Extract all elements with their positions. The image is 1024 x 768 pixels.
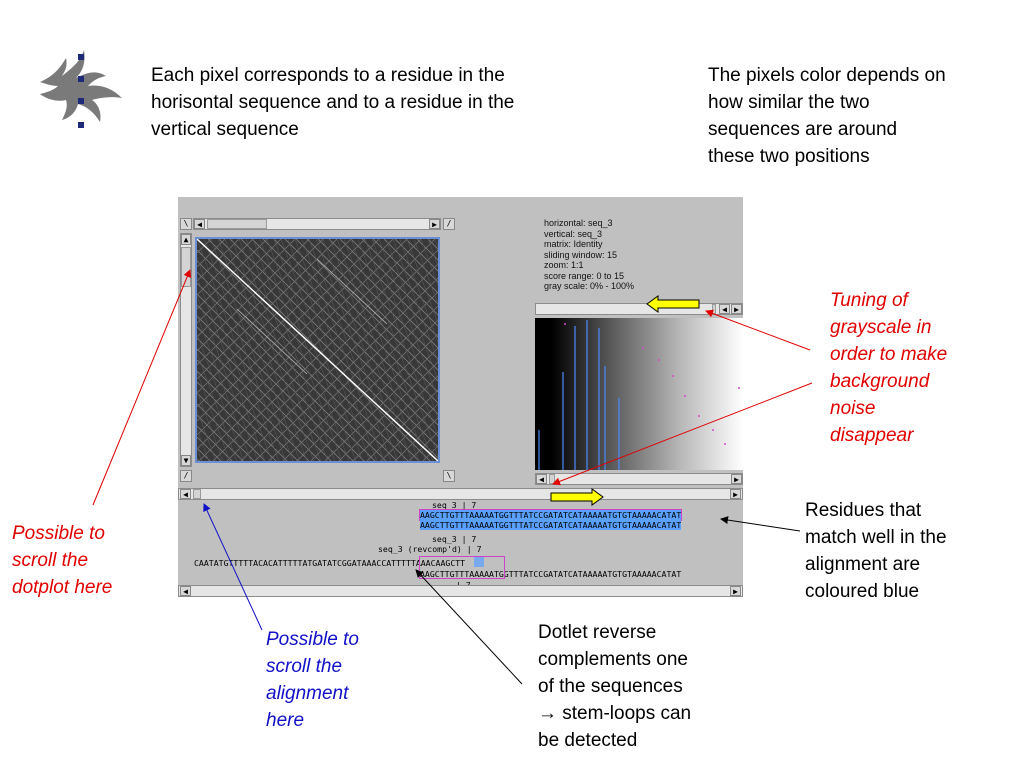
alignment-header-middle: seq_3 | 7 bbox=[432, 534, 477, 544]
param-window: sliding window: 15 bbox=[544, 249, 618, 260]
alignment-seq-top-b: AAGCTTGTTTAAAAATGGTTTATCCGATATCATAAAAATG… bbox=[420, 520, 682, 530]
parameters-panel: horizontal: seq_3 vertical: seq_3 matrix… bbox=[544, 218, 634, 292]
scroll-left-icon[interactable]: ◀ bbox=[194, 219, 205, 229]
left-caption: Each pixel corresponds to a residue in t… bbox=[151, 65, 515, 140]
yellow-right-arrow-icon bbox=[550, 488, 604, 506]
scroll-right-icon[interactable]: ▶ bbox=[731, 474, 742, 484]
corner-button-top-left[interactable]: \ bbox=[180, 218, 192, 230]
scroll-right-icon[interactable]: ▶ bbox=[730, 489, 741, 499]
corner-button-bottom-right[interactable]: \ bbox=[443, 470, 455, 482]
param-horizontal: horizontal: seq_3 bbox=[544, 218, 613, 228]
grayscale-lower-scrollbar[interactable]: ◀ ▶ bbox=[535, 473, 743, 485]
param-gray-scale: gray scale: 0% - 100% bbox=[544, 281, 635, 291]
alignment-scroll-note: Possible to scroll the alignment here bbox=[266, 629, 359, 731]
yellow-left-arrow-icon bbox=[646, 295, 700, 313]
right-caption: The pixels color depends on how similar … bbox=[708, 65, 946, 167]
scroll-down-icon[interactable]: ▼ bbox=[181, 455, 191, 466]
revcomp-note: Dotlet reverse complements one of the se… bbox=[538, 622, 692, 751]
scroll-left-icon[interactable]: ◀ bbox=[719, 304, 730, 314]
flame-logo-icon bbox=[40, 50, 122, 128]
param-matrix: matrix: Identity bbox=[544, 239, 603, 249]
alignment-seq-bottom: AAGCTTGTTTAAAAATGGTTTATCCGATATCATAAAAATG… bbox=[420, 569, 682, 579]
alignment-seq-top-a: AAGCTTGTTTAAAAATGGTTTATCCGATATCATAAAAATG… bbox=[418, 509, 683, 521]
scroll-right-icon[interactable]: ▶ bbox=[429, 219, 440, 229]
matched-residues: AAGCTTGTTTAAAAATGGTTTATCCGATATCATAAAAATG… bbox=[420, 520, 682, 530]
scroll-right-icon[interactable]: ▶ bbox=[730, 586, 741, 596]
alignment-header-top: seq_3 | 7 bbox=[432, 500, 477, 510]
residues-match-note: Residues that match well in the alignmen… bbox=[805, 500, 947, 602]
param-score-range: score range: 0 to 15 bbox=[544, 270, 625, 281]
dotplot-scroll-note: Possible to scroll the dotplot here bbox=[12, 523, 113, 598]
scroll-left-icon[interactable]: ◀ bbox=[536, 474, 547, 484]
scroll-thumb[interactable] bbox=[181, 247, 191, 287]
alignment-seq-revcomp: CAATATGTTTTTACACATTTTTATGATATCGGATAAACCA… bbox=[194, 558, 466, 568]
tuning-grayscale-note: Tuning of grayscale in order to make bac… bbox=[830, 290, 948, 446]
dotlet-window: \ / ◀ ▶ ▲ ▼ / \ bbox=[178, 197, 743, 597]
scroll-thumb[interactable] bbox=[207, 219, 267, 229]
corner-button-top-right[interactable]: / bbox=[443, 218, 455, 230]
alignment-scroll-thumb[interactable] bbox=[193, 489, 201, 499]
scroll-left-icon[interactable]: ◀ bbox=[180, 586, 191, 596]
scroll-up-icon[interactable]: ▲ bbox=[181, 234, 191, 245]
dotplot-horizontal-scrollbar[interactable]: ◀ ▶ bbox=[193, 218, 441, 230]
alignment-header-revcomp: seq_3 (revcomp'd) | 7 bbox=[378, 544, 482, 554]
revcomp-match-box bbox=[419, 556, 505, 579]
param-zoom: zoom: 1:1 bbox=[544, 260, 584, 270]
revcomp-match-highlight bbox=[474, 557, 484, 567]
dotplot-canvas[interactable] bbox=[195, 237, 440, 463]
matched-residues: AAGCTTGTTTAAAAATGGTTTATCCGATATCATAAAAATG… bbox=[418, 509, 683, 521]
param-vertical: vertical: seq_3 bbox=[544, 228, 603, 239]
university-logo bbox=[36, 46, 132, 136]
dotplot-image bbox=[197, 239, 438, 461]
scroll-left-icon[interactable]: ◀ bbox=[180, 489, 191, 499]
alignment-bottom-scrollbar[interactable]: ◀ ▶ bbox=[178, 585, 743, 597]
scroll-right-icon[interactable]: ▶ bbox=[731, 304, 742, 314]
dotplot-vertical-scrollbar[interactable]: ▲ ▼ bbox=[180, 233, 192, 467]
corner-button-bottom-left[interactable]: / bbox=[180, 470, 192, 482]
grayscale-histogram bbox=[535, 318, 743, 470]
